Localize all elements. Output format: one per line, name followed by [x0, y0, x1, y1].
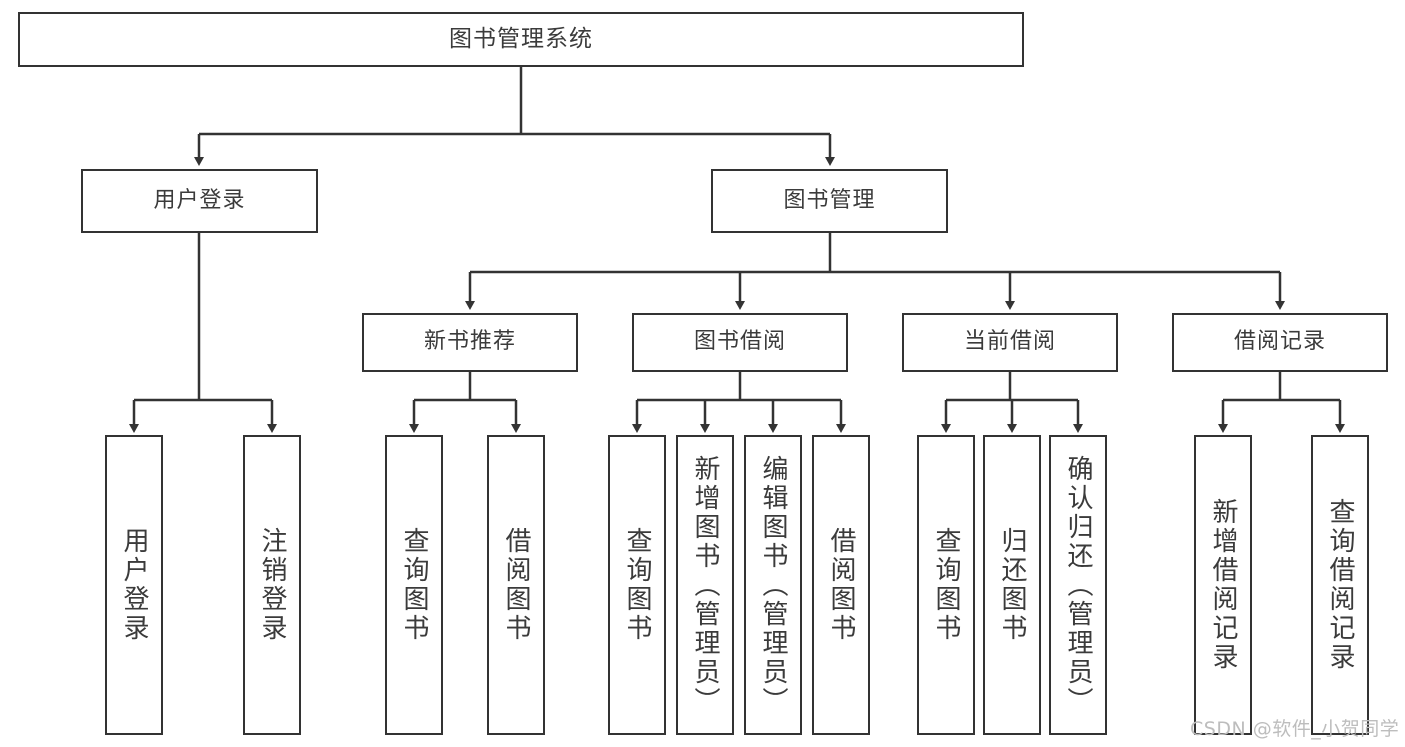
leaf-new-book-borrow-book[interactable]: 借阅图书 [487, 435, 545, 735]
node-label: 新增借阅记录 [1208, 498, 1238, 672]
leaf-current-borrow-confirm-return-admin[interactable]: 确认归还（管理员） [1049, 435, 1107, 735]
leaf-borrow-record-query-record[interactable]: 查询借阅记录 [1311, 435, 1369, 735]
leaf-user-login-login[interactable]: 用户登录 [105, 435, 163, 735]
watermark-text: CSDN @软件_小贺同学 [1190, 718, 1400, 740]
node-label: 借阅图书 [826, 527, 856, 643]
leaf-user-login-logout[interactable]: 注销登录 [243, 435, 301, 735]
node-label: 确认归还（管理员） [1063, 454, 1093, 716]
node-label: 查询图书 [399, 527, 429, 643]
leaf-current-borrow-return-book[interactable]: 归还图书 [983, 435, 1041, 735]
node-borrow-record[interactable]: 借阅记录 [1172, 313, 1388, 372]
node-new-book-recommendation[interactable]: 新书推荐 [362, 313, 578, 372]
node-label: 编辑图书（管理员） [758, 454, 788, 716]
node-label: 图书管理 [783, 187, 876, 213]
leaf-book-borrow-query-book[interactable]: 查询图书 [608, 435, 666, 735]
node-label: 注销登录 [257, 527, 287, 643]
node-label: 归还图书 [997, 527, 1027, 643]
node-book-management[interactable]: 图书管理 [711, 169, 948, 233]
leaf-book-borrow-borrow-book[interactable]: 借阅图书 [812, 435, 870, 735]
leaf-book-borrow-add-book-admin[interactable]: 新增图书（管理员） [676, 435, 734, 735]
node-current-borrow[interactable]: 当前借阅 [902, 313, 1118, 372]
node-user-login[interactable]: 用户登录 [81, 169, 318, 233]
node-label: 借阅记录 [1233, 329, 1326, 355]
node-label: 用户登录 [153, 187, 246, 213]
node-label: 查询借阅记录 [1325, 498, 1355, 672]
node-label: 图书借阅 [693, 329, 786, 355]
node-label: 当前借阅 [963, 329, 1056, 355]
node-book-borrow[interactable]: 图书借阅 [632, 313, 848, 372]
node-label: 查询图书 [622, 527, 652, 643]
leaf-book-borrow-edit-book-admin[interactable]: 编辑图书（管理员） [744, 435, 802, 735]
node-label: 借阅图书 [501, 527, 531, 643]
node-root-book-management-system[interactable]: 图书管理系统 [18, 12, 1024, 67]
node-label: 图书管理系统 [449, 25, 593, 52]
node-label: 用户登录 [119, 527, 149, 643]
node-label: 新书推荐 [423, 329, 516, 355]
leaf-borrow-record-add-record[interactable]: 新增借阅记录 [1194, 435, 1252, 735]
node-label: 新增图书（管理员） [690, 454, 720, 716]
leaf-current-borrow-query-book[interactable]: 查询图书 [917, 435, 975, 735]
node-label: 查询图书 [931, 527, 961, 643]
leaf-new-book-query-book[interactable]: 查询图书 [385, 435, 443, 735]
